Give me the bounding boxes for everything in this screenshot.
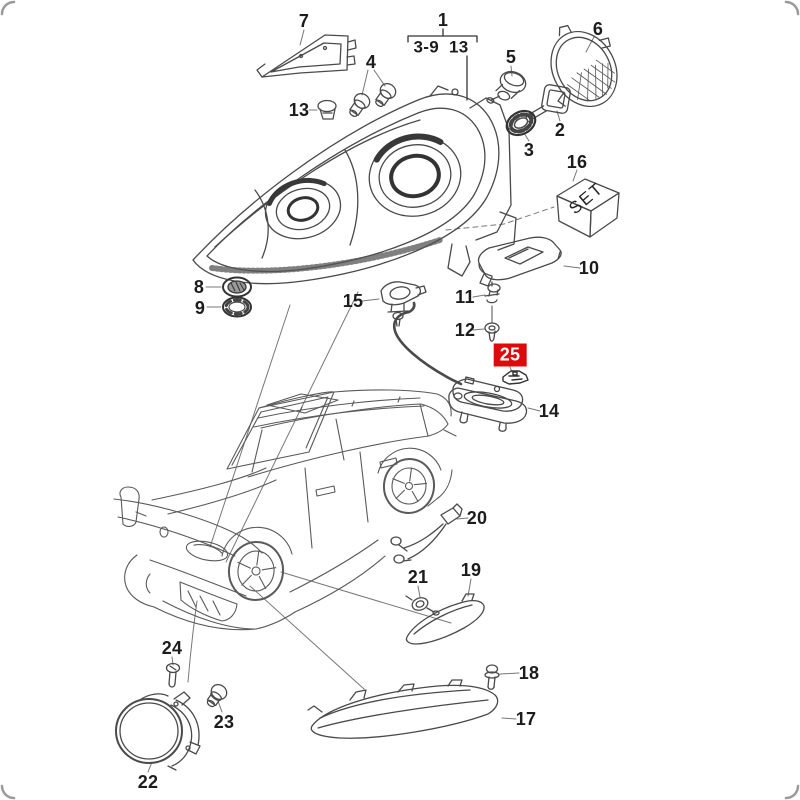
clip-drawing	[484, 281, 501, 323]
part-label-24[interactable]: 24	[161, 638, 183, 658]
socket-drawing	[486, 70, 527, 104]
assembly-bracket	[407, 28, 478, 101]
part-label-22[interactable]: 22	[137, 772, 159, 792]
screw-drawing-18	[484, 664, 500, 690]
assembly-label-1[interactable]: 1	[437, 10, 449, 30]
trim-bracket-drawing	[256, 34, 357, 78]
part-label-4[interactable]: 4	[365, 52, 377, 72]
mesh-cover-drawing	[550, 24, 618, 108]
assembly-range-label: 3-9 13	[413, 37, 469, 57]
set-box-text: SET	[565, 178, 607, 218]
part-label-21[interactable]: 21	[407, 567, 429, 587]
bracket-drawing-15	[380, 281, 427, 327]
part-label-12[interactable]: 12	[454, 320, 476, 340]
part-label-11[interactable]: 11	[455, 287, 475, 307]
control-module-drawing	[477, 236, 562, 287]
headlamp-assembly-drawing	[192, 85, 517, 285]
part-label-14[interactable]: 14	[538, 401, 560, 421]
part-label-16[interactable]: 16	[566, 152, 588, 172]
part-label-9[interactable]: 9	[194, 298, 206, 318]
part-label-7[interactable]: 7	[298, 11, 310, 31]
retainer-clip-drawing-25	[502, 370, 529, 385]
harness-drawing-20	[390, 503, 463, 564]
turn-signal-drawing-17	[307, 679, 499, 739]
part-label-19[interactable]: 19	[460, 560, 482, 580]
part-label-13[interactable]: 13	[288, 100, 310, 120]
vehicle-drawing	[113, 389, 457, 631]
cap-drawing-8	[222, 276, 252, 298]
part-label-10[interactable]: 10	[578, 258, 600, 278]
screw-drawing-12	[484, 322, 500, 342]
grommet-drawing	[505, 109, 537, 137]
part-label-5[interactable]: 5	[505, 47, 517, 67]
part-label-18[interactable]: 18	[518, 663, 540, 683]
part-label-3[interactable]: 3	[523, 140, 535, 160]
part-label-25[interactable]: 25	[493, 343, 527, 367]
part-label-17[interactable]: 17	[515, 709, 537, 729]
mount-bracket-drawing-14	[392, 301, 528, 432]
part-label-20[interactable]: 20	[466, 508, 488, 528]
part-label-15[interactable]: 15	[342, 291, 364, 311]
ring-drawing-9	[222, 296, 252, 318]
screw-drawing-24	[165, 662, 181, 688]
side-marker-drawing-19	[405, 593, 485, 645]
plug-drawing	[317, 99, 337, 120]
part-label-23[interactable]: 23	[213, 712, 235, 732]
part-label-2[interactable]: 2	[554, 120, 566, 140]
set-box-drawing: SET	[556, 178, 620, 238]
part-label-6[interactable]: 6	[592, 19, 604, 39]
part-label-8[interactable]: 8	[193, 277, 205, 297]
bulb-drawing-23	[206, 684, 228, 708]
fog-light-drawing-22	[115, 691, 201, 771]
socket-drawing-21	[405, 595, 440, 616]
bulbs-drawing	[349, 83, 397, 118]
